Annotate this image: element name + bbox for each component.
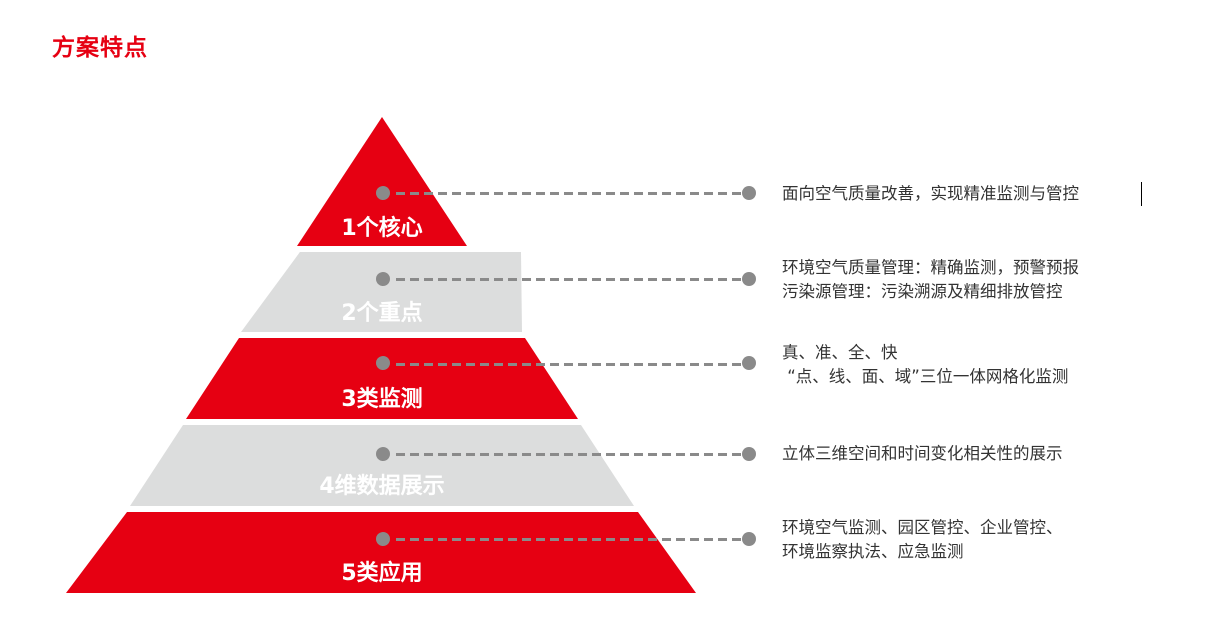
tier-5-shape xyxy=(66,512,696,593)
tier-1-description: 面向空气质量改善，实现精准监测与管控 xyxy=(782,184,1079,203)
tier-2-description: 环境空气质量管理：精确监测，预警预报 污染源管理：污染溯源及精细排放管控 xyxy=(782,258,1079,301)
connector-line-1 xyxy=(396,192,742,195)
connector-end-dot-5 xyxy=(742,532,756,546)
connector-start-dot-2 xyxy=(376,272,390,286)
tier-5-description: 环境空气监测、园区管控、企业管控、 环境监察执法、应急监测 xyxy=(782,518,1063,561)
connector-end-dot-3 xyxy=(742,356,756,370)
text-cursor xyxy=(1141,182,1142,206)
connector-line-4 xyxy=(396,453,742,456)
tier-4-label: 4维数据展示 xyxy=(319,474,445,499)
connector-start-dot-3 xyxy=(376,356,390,370)
tier-3-shape xyxy=(186,338,578,419)
connector-line-5 xyxy=(396,538,742,541)
tier-4-description: 立体三维空间和时间变化相关性的展示 xyxy=(782,444,1063,463)
connector-line-2 xyxy=(396,278,742,281)
tier-3-label: 3类监测 xyxy=(341,387,423,412)
tier-5-label: 5类应用 xyxy=(341,561,423,586)
tier-2-label: 2个重点 xyxy=(341,301,423,326)
connector-line-3 xyxy=(396,363,742,366)
connector-end-dot-1 xyxy=(742,186,756,200)
tier-1-label: 1个核心 xyxy=(341,216,423,241)
tier-4-shape xyxy=(130,425,634,506)
connector-end-dot-2 xyxy=(742,272,756,286)
tier-1-shape xyxy=(297,117,467,246)
page-title: 方案特点 xyxy=(52,35,148,61)
tier-3-description: 真、准、全、快 “点、线、面、域”三位一体网格化监测 xyxy=(782,343,1069,386)
tier-2-shape-fix xyxy=(243,252,521,332)
connector-start-dot-1 xyxy=(376,186,390,200)
connector-start-dot-4 xyxy=(376,447,390,461)
connector-start-dot-5 xyxy=(376,532,390,546)
connector-end-dot-4 xyxy=(742,447,756,461)
